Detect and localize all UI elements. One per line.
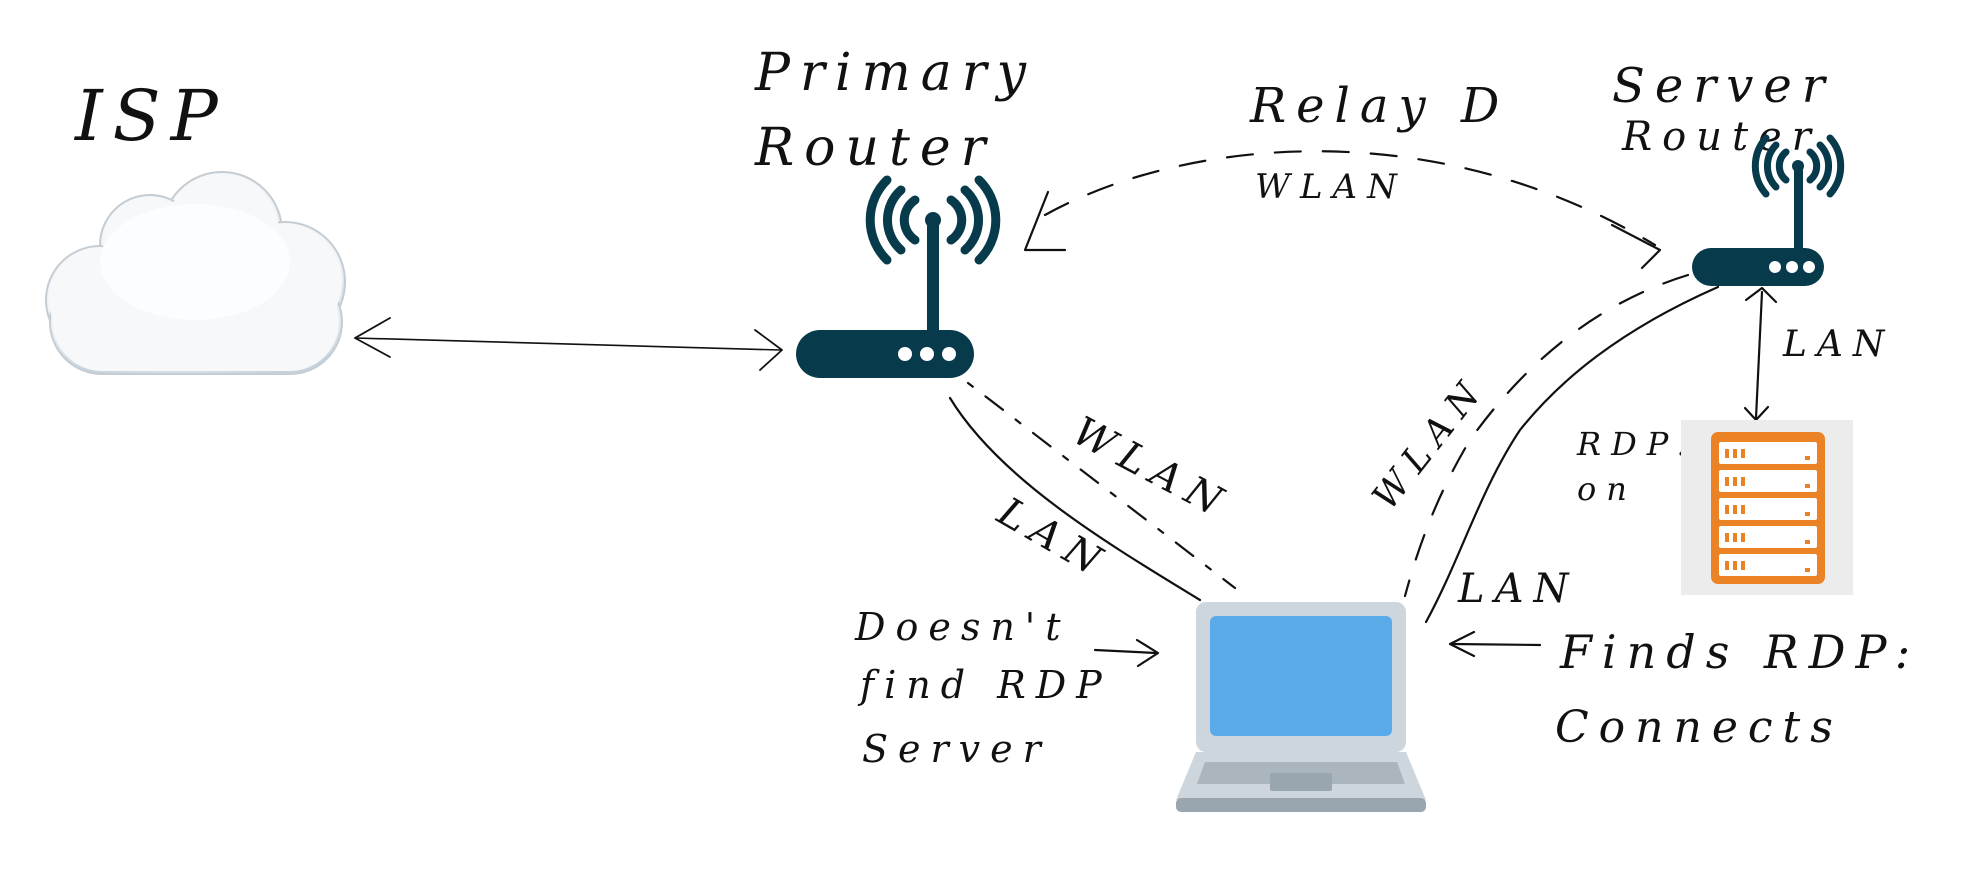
isp-label: ISP xyxy=(73,75,228,157)
primary-laptop-wlan-label: WLAN xyxy=(1065,408,1238,529)
isp-router-link xyxy=(354,317,783,371)
server-laptop-wlan-label: WLAN xyxy=(1365,367,1495,517)
laptop-node xyxy=(1176,602,1426,812)
relay-label-line1: Relay D xyxy=(1249,78,1509,134)
left-note-line3: Server xyxy=(862,727,1051,771)
rdp-server-node: RDP: on xyxy=(1576,420,1853,595)
cloud-icon xyxy=(45,171,346,375)
arrow-left-icon xyxy=(1450,642,1542,647)
server-rack-icon xyxy=(1681,420,1853,595)
left-annotation: Doesn't find RDP Server xyxy=(854,605,1160,771)
router-icon xyxy=(796,175,1001,378)
router-icon xyxy=(1692,134,1845,286)
server-router-node: Server Router xyxy=(1612,58,1845,286)
laptop-icon xyxy=(1176,602,1426,812)
primary-laptop-links: WLAN LAN xyxy=(948,381,1238,602)
right-note-line1: Finds RDP: xyxy=(1559,625,1920,679)
primary-router-label-line1: Primary xyxy=(754,43,1036,103)
server-laptop-lan-label: LAN xyxy=(1457,566,1578,612)
server-router-label-line2: Router xyxy=(1621,114,1821,160)
server-router-label-line1: Server xyxy=(1612,58,1835,114)
left-note-line2: find RDP xyxy=(857,663,1112,707)
primary-router-node: Primary Router xyxy=(754,43,1036,378)
rdp-server-label-line1: RDP: xyxy=(1576,425,1698,463)
primary-router-label-line2: Router xyxy=(754,118,995,178)
isp-node: ISP xyxy=(45,75,346,375)
relay-link: Relay D WLAN xyxy=(1023,78,1662,270)
left-note-line1: Doesn't xyxy=(854,605,1071,649)
right-annotation: Finds RDP: Connects xyxy=(1448,625,1920,753)
rdp-server-label-line2: on xyxy=(1577,470,1637,508)
arrow-right-icon xyxy=(1093,648,1158,655)
relay-label-line2: WLAN xyxy=(1255,167,1407,207)
server-rdp-lan-label: LAN xyxy=(1782,324,1894,365)
server-rdp-link: LAN xyxy=(1743,286,1894,422)
right-note-line2: Connects xyxy=(1555,702,1843,753)
